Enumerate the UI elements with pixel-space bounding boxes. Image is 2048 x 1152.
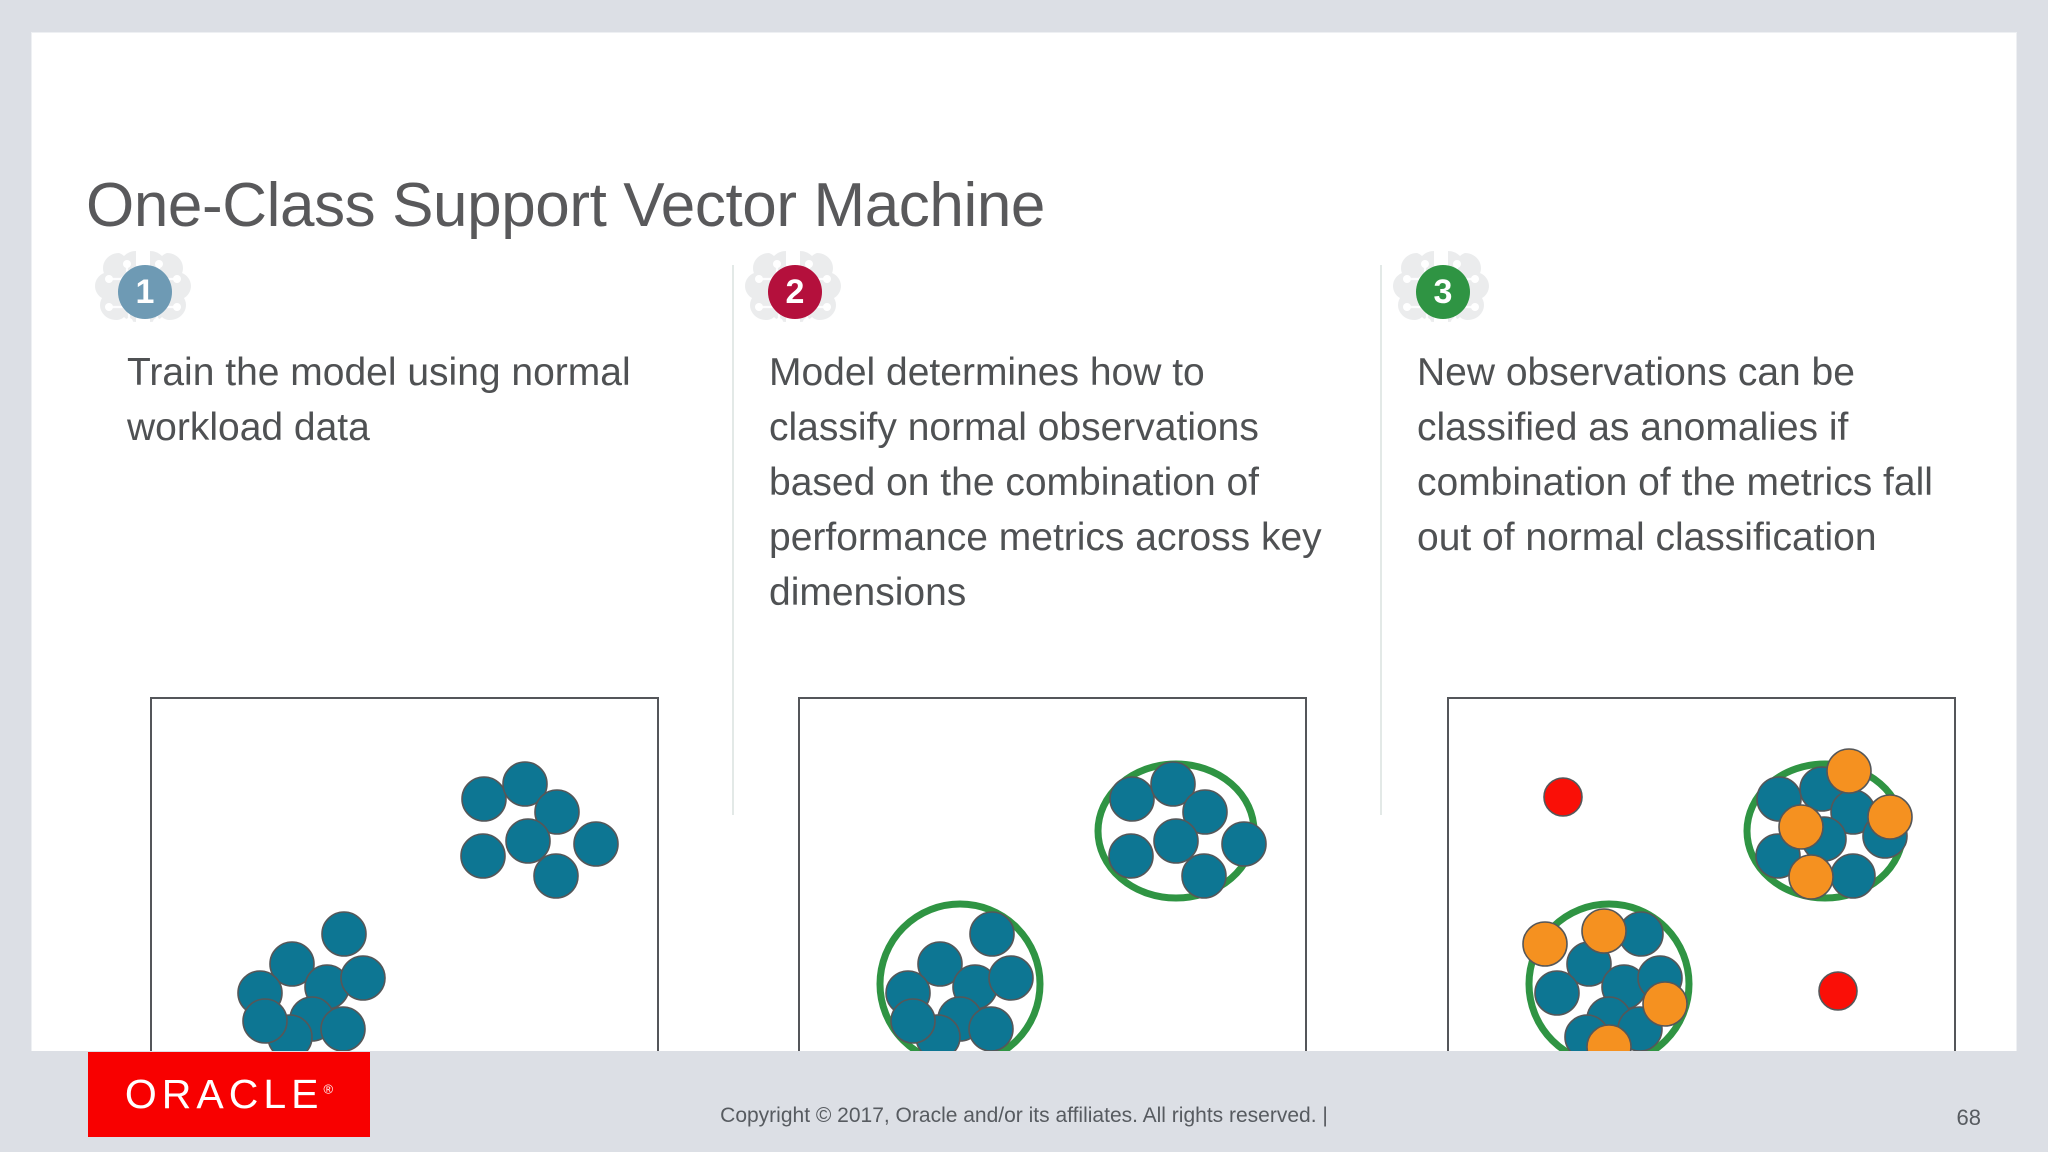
data-point-boundary-observations — [1642, 981, 1688, 1027]
scatter-plot-panel-3 — [1447, 697, 1956, 1076]
data-point-boundary-observations — [1867, 794, 1913, 840]
oracle-logo-text: ORACLE — [124, 1071, 324, 1117]
data-point-normal-observations — [340, 955, 386, 1001]
page-title: One-Class Support Vector Machine — [86, 170, 1046, 240]
step-description-1: Train the model using normal workload da… — [127, 351, 631, 449]
data-point-normal-observations — [573, 821, 619, 867]
step-column-2: 2 Model determines how to classify norma… — [704, 229, 1344, 1076]
plot-2-points — [885, 761, 1267, 1060]
step-description-3: New observations can be classified as an… — [1417, 351, 1933, 559]
oracle-wordmark: ORACLE® — [125, 1071, 333, 1118]
data-point-normal-observations — [968, 1006, 1014, 1052]
data-point-normal-observations — [1830, 853, 1876, 899]
data-point-normal-observations — [505, 818, 551, 864]
data-point-normal-observations — [320, 1006, 366, 1052]
page-number: 68 — [1956, 1105, 1981, 1130]
data-point-normal-observations — [1108, 833, 1154, 879]
data-point-normal-observations — [502, 761, 548, 807]
data-point-boundary-observations — [1788, 854, 1834, 900]
steps-columns: 1 Train the model using normal workload … — [32, 33, 2016, 1076]
data-point-boundary-observations — [1522, 921, 1568, 967]
step-number-badge-1: 1 — [118, 265, 172, 319]
step-column-3: 3 New observations can be classified as … — [1352, 229, 1992, 1076]
column-divider-2 — [1380, 265, 1382, 815]
data-point-normal-observations — [1150, 761, 1196, 807]
data-point-normal-observations — [1153, 818, 1199, 864]
slide-canvas: One-Class Support Vector Machine — [32, 33, 2016, 1076]
data-point-normal-observations — [269, 941, 315, 987]
data-point-normal-observations — [917, 941, 963, 987]
plot-1-points — [237, 761, 619, 1060]
scatter-plot-panel-2 — [798, 697, 1307, 1076]
data-point-normal-observations — [534, 789, 580, 835]
footer-copyright: Copyright © 2017, Oracle and/or its affi… — [720, 1104, 1328, 1127]
data-point-normal-observations — [1221, 821, 1267, 867]
scatter-plot-3 — [1522, 748, 1913, 1070]
scatter-plot-2 — [876, 760, 1267, 1068]
step-number-badge-2: 2 — [768, 265, 822, 319]
step-number-badge-3: 3 — [1416, 265, 1470, 319]
step-badge-2: 2 — [739, 245, 847, 341]
step-number-3: 3 — [1433, 273, 1453, 311]
step-description-2: Model determines how to classify normal … — [769, 351, 1322, 614]
data-point-normal-observations — [460, 833, 506, 879]
data-point-normal-observations — [1181, 853, 1227, 899]
scatter-plot-panel-1 — [150, 697, 659, 1076]
data-point-boundary-observations — [1778, 804, 1824, 850]
step-badge-3: 3 — [1387, 245, 1495, 341]
step-column-1: 1 Train the model using normal workload … — [54, 229, 694, 1076]
data-point-normal-observations — [988, 955, 1034, 1001]
data-point-normal-observations — [1534, 970, 1580, 1016]
data-point-normal-observations — [242, 998, 288, 1044]
data-point-anomalies — [1818, 971, 1858, 1011]
column-divider-1 — [732, 265, 734, 815]
data-point-normal-observations — [1182, 789, 1228, 835]
data-point-anomalies — [1543, 777, 1583, 817]
data-point-normal-observations — [533, 853, 579, 899]
data-point-normal-observations — [969, 911, 1015, 957]
data-point-normal-observations — [461, 776, 507, 822]
data-point-normal-observations — [890, 998, 936, 1044]
step-badge-1: 1 — [89, 245, 197, 341]
step-number-1: 1 — [135, 273, 155, 311]
scatter-plot-1 — [237, 761, 619, 1060]
data-point-boundary-observations — [1581, 908, 1627, 954]
step-number-2: 2 — [785, 273, 805, 311]
plot-3-points — [1522, 748, 1913, 1070]
data-point-boundary-observations — [1826, 748, 1872, 794]
registered-trademark-icon: ® — [323, 1081, 334, 1097]
data-point-normal-observations — [321, 911, 367, 957]
oracle-logo: ORACLE® — [88, 1052, 370, 1137]
data-point-normal-observations — [1109, 776, 1155, 822]
